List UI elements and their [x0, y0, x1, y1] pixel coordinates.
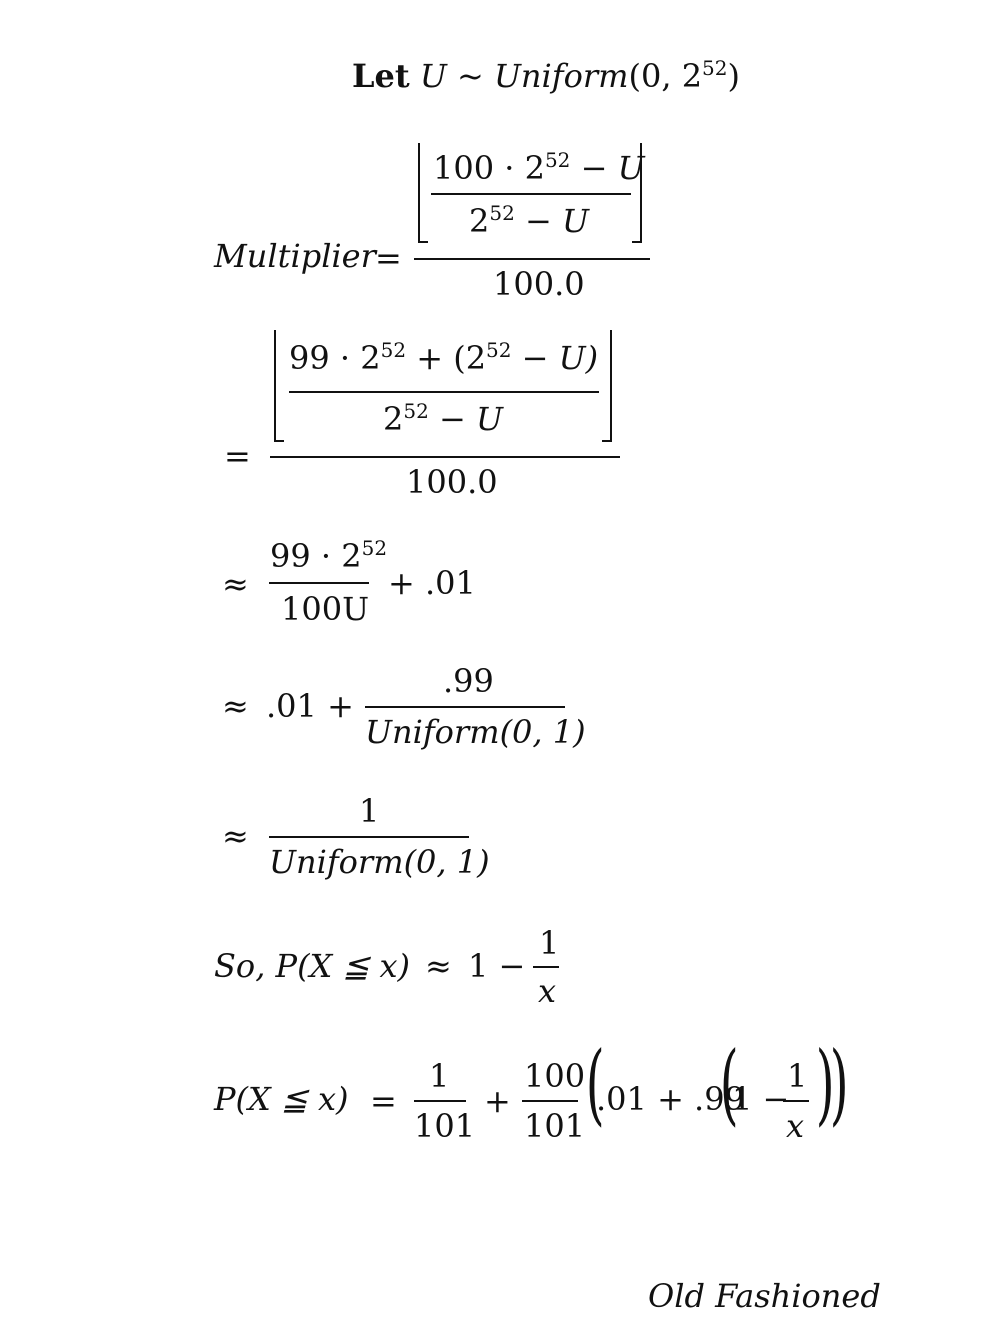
eq7-f3-den: x: [786, 1107, 805, 1145]
eq2-num-exp2: 52: [486, 338, 512, 362]
eq6-approx: ≈: [425, 947, 452, 985]
eq2-inner-den: 252 − U: [383, 400, 503, 438]
eq7-f3-num: 1: [787, 1057, 808, 1095]
eq3-tail: + .01: [388, 564, 476, 602]
eq2-num-a: 99 · 2: [289, 339, 381, 377]
eq7-one-minus: 1 −: [732, 1080, 790, 1118]
eq7-equals: =: [370, 1082, 397, 1120]
eq6-lhs: So, P(X ≦ x): [214, 947, 411, 985]
eq7-paren-outer-close: ): [829, 1032, 849, 1135]
eq2-main-bar: [270, 456, 620, 458]
eq2-den-a: 2: [383, 400, 404, 438]
eq7-f2-den: 101: [524, 1107, 586, 1145]
eq1-floor-left-foot: [418, 241, 428, 243]
eq7-f2-bar: [522, 1100, 578, 1102]
eq7-f2-num: 100: [524, 1057, 586, 1095]
eq7-f1-bar: [414, 1100, 466, 1102]
dist-close: ): [727, 57, 740, 95]
eq6-num: 1: [539, 924, 560, 962]
eq6-bar: [533, 966, 559, 968]
eq2-floor-left-foot: [274, 440, 284, 442]
eq1-num-exp: 52: [544, 148, 571, 172]
eq2-num-exp: 52: [380, 338, 407, 362]
eq1-divisor: 100.0: [493, 265, 585, 303]
eq2-num-b: + (2: [416, 339, 487, 377]
eq2-inner-num: 99 · 252 + (252 − U): [289, 339, 599, 377]
eq3-den: 100U: [281, 590, 370, 628]
eq4-bar: [365, 706, 565, 708]
eq3-num-a: 99 · 2: [270, 537, 362, 575]
intro-line: Let U ~ Uniform(0, 252): [352, 57, 740, 95]
eq1-den-a: 2: [469, 202, 490, 240]
eq4-approx: ≈: [222, 687, 249, 725]
dist-exp: 52: [702, 56, 728, 80]
eq2-num-c: − U): [521, 339, 599, 377]
eq7-paren-inner-close: ): [815, 1032, 835, 1135]
var-u: U: [419, 57, 447, 95]
dist-open: (0, 2: [628, 57, 703, 95]
eq2-den-b: − U: [438, 400, 503, 438]
eq1-inner-bar: [431, 193, 631, 195]
eq2-floor-right-foot: [602, 440, 612, 442]
eq1-lhs: Multiplier: [214, 237, 376, 275]
eq7-paren-outer-open: (: [585, 1032, 605, 1135]
eq7-f1-num: 1: [429, 1057, 450, 1095]
eq7-f3-bar: [783, 1100, 809, 1102]
eq4-den: Uniform(0, 1): [365, 713, 586, 751]
eq7-plus: +: [484, 1082, 511, 1120]
eq4-num: .99: [443, 662, 494, 700]
eq2-floor-left: [274, 330, 276, 442]
eq3-num: 99 · 252: [270, 537, 387, 575]
eq1-floor-right-foot: [632, 241, 642, 243]
eq2-den-exp: 52: [403, 399, 429, 423]
eq1-floor-left: [418, 143, 420, 243]
eq6-mid: 1 −: [468, 947, 526, 985]
eq1-num-a: 100 · 2: [433, 149, 545, 187]
eq3-num-exp: 52: [361, 536, 388, 560]
eq7-paren-inner-open: (: [719, 1032, 739, 1135]
eq1-den-exp: 52: [489, 201, 515, 225]
eq2-divisor: 100.0: [406, 463, 498, 501]
eq2-inner-bar: [289, 391, 599, 393]
eq1-main-bar: [414, 258, 650, 260]
eq6-den: x: [538, 972, 557, 1010]
eq5-den: Uniform(0, 1): [269, 843, 490, 881]
eq7-f1-den: 101: [414, 1107, 476, 1145]
signature: Old Fashioned: [648, 1277, 881, 1315]
eq5-num: 1: [359, 792, 380, 830]
eq3-bar: [269, 582, 369, 584]
eq7-lhs: P(X ≦ x): [214, 1080, 349, 1118]
eq2-floor-right: [610, 330, 612, 442]
dist-name: Uniform: [493, 57, 629, 95]
eq5-approx: ≈: [222, 817, 249, 855]
eq1-num-b: − U: [580, 149, 645, 187]
eq1-inner-num: 100 · 252 − U: [433, 149, 645, 187]
eq1-inner-den: 252 − U: [469, 202, 589, 240]
eq4-head: .01 +: [266, 687, 354, 725]
eq7-inner: .01 + .99: [596, 1080, 745, 1118]
eq1-den-b: − U: [524, 202, 589, 240]
tilde: ~: [456, 57, 484, 95]
eq1-equals: =: [375, 239, 402, 277]
eq1-floor-right: [640, 143, 642, 243]
let-word: Let: [352, 57, 410, 95]
eq3-approx: ≈: [222, 565, 249, 603]
eq5-bar: [269, 836, 469, 838]
eq2-equals: =: [224, 437, 251, 475]
